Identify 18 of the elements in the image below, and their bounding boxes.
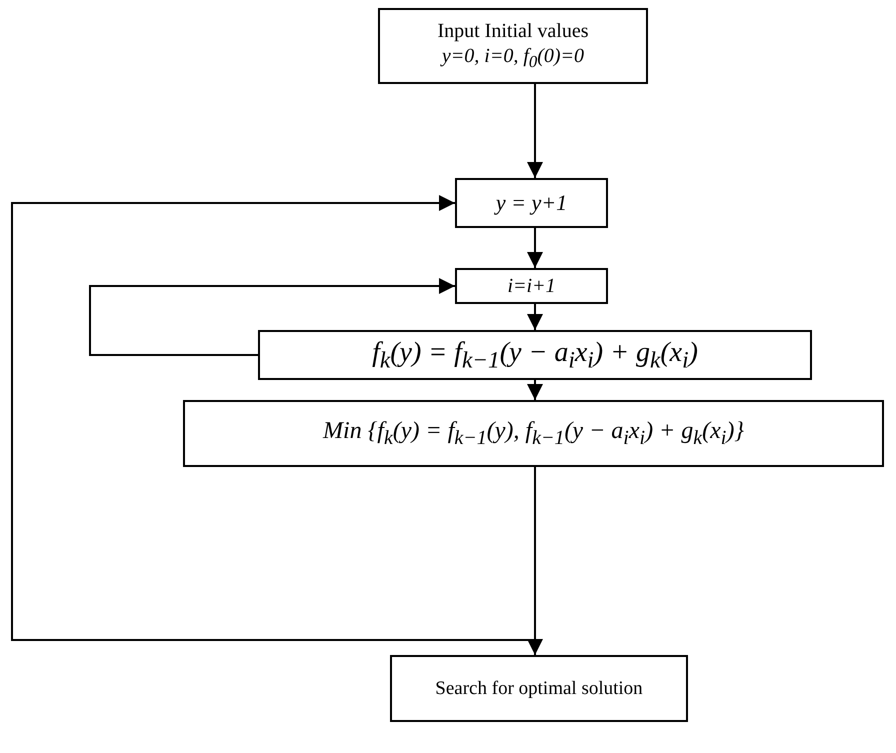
box-text: Input Initial values — [437, 19, 589, 44]
process-box — [378, 8, 648, 84]
arrow — [527, 304, 543, 330]
formula-text: i=i+1 — [507, 274, 556, 298]
formula-text: y = y+1 — [496, 189, 568, 217]
arrow — [89, 278, 455, 356]
formula-box — [183, 400, 884, 467]
formula-box — [258, 330, 812, 380]
process-box — [455, 178, 608, 228]
arrow — [527, 84, 543, 178]
formula-text: f$_{k}$(y) = f$_{k−1}$(y − a$_{i}$x$_{i}$) + g$_{k}$(x$_{i}$) — [372, 336, 698, 376]
arrow — [527, 228, 543, 268]
formula-text: y=0, i=0, f$_{0}$(0)=0 — [442, 44, 584, 73]
formula-text: Min {f$_{k}$(y) = f$_{k−1}$(y), f$_{k−1}$(y − a$_{i}$x$_{i}$) + g$_{k}$(x$_{i}$)} — [323, 417, 744, 451]
process-box — [390, 655, 688, 722]
arrow — [527, 380, 543, 400]
box-text: Search for optimal solution — [435, 676, 643, 700]
process-box — [455, 268, 608, 304]
